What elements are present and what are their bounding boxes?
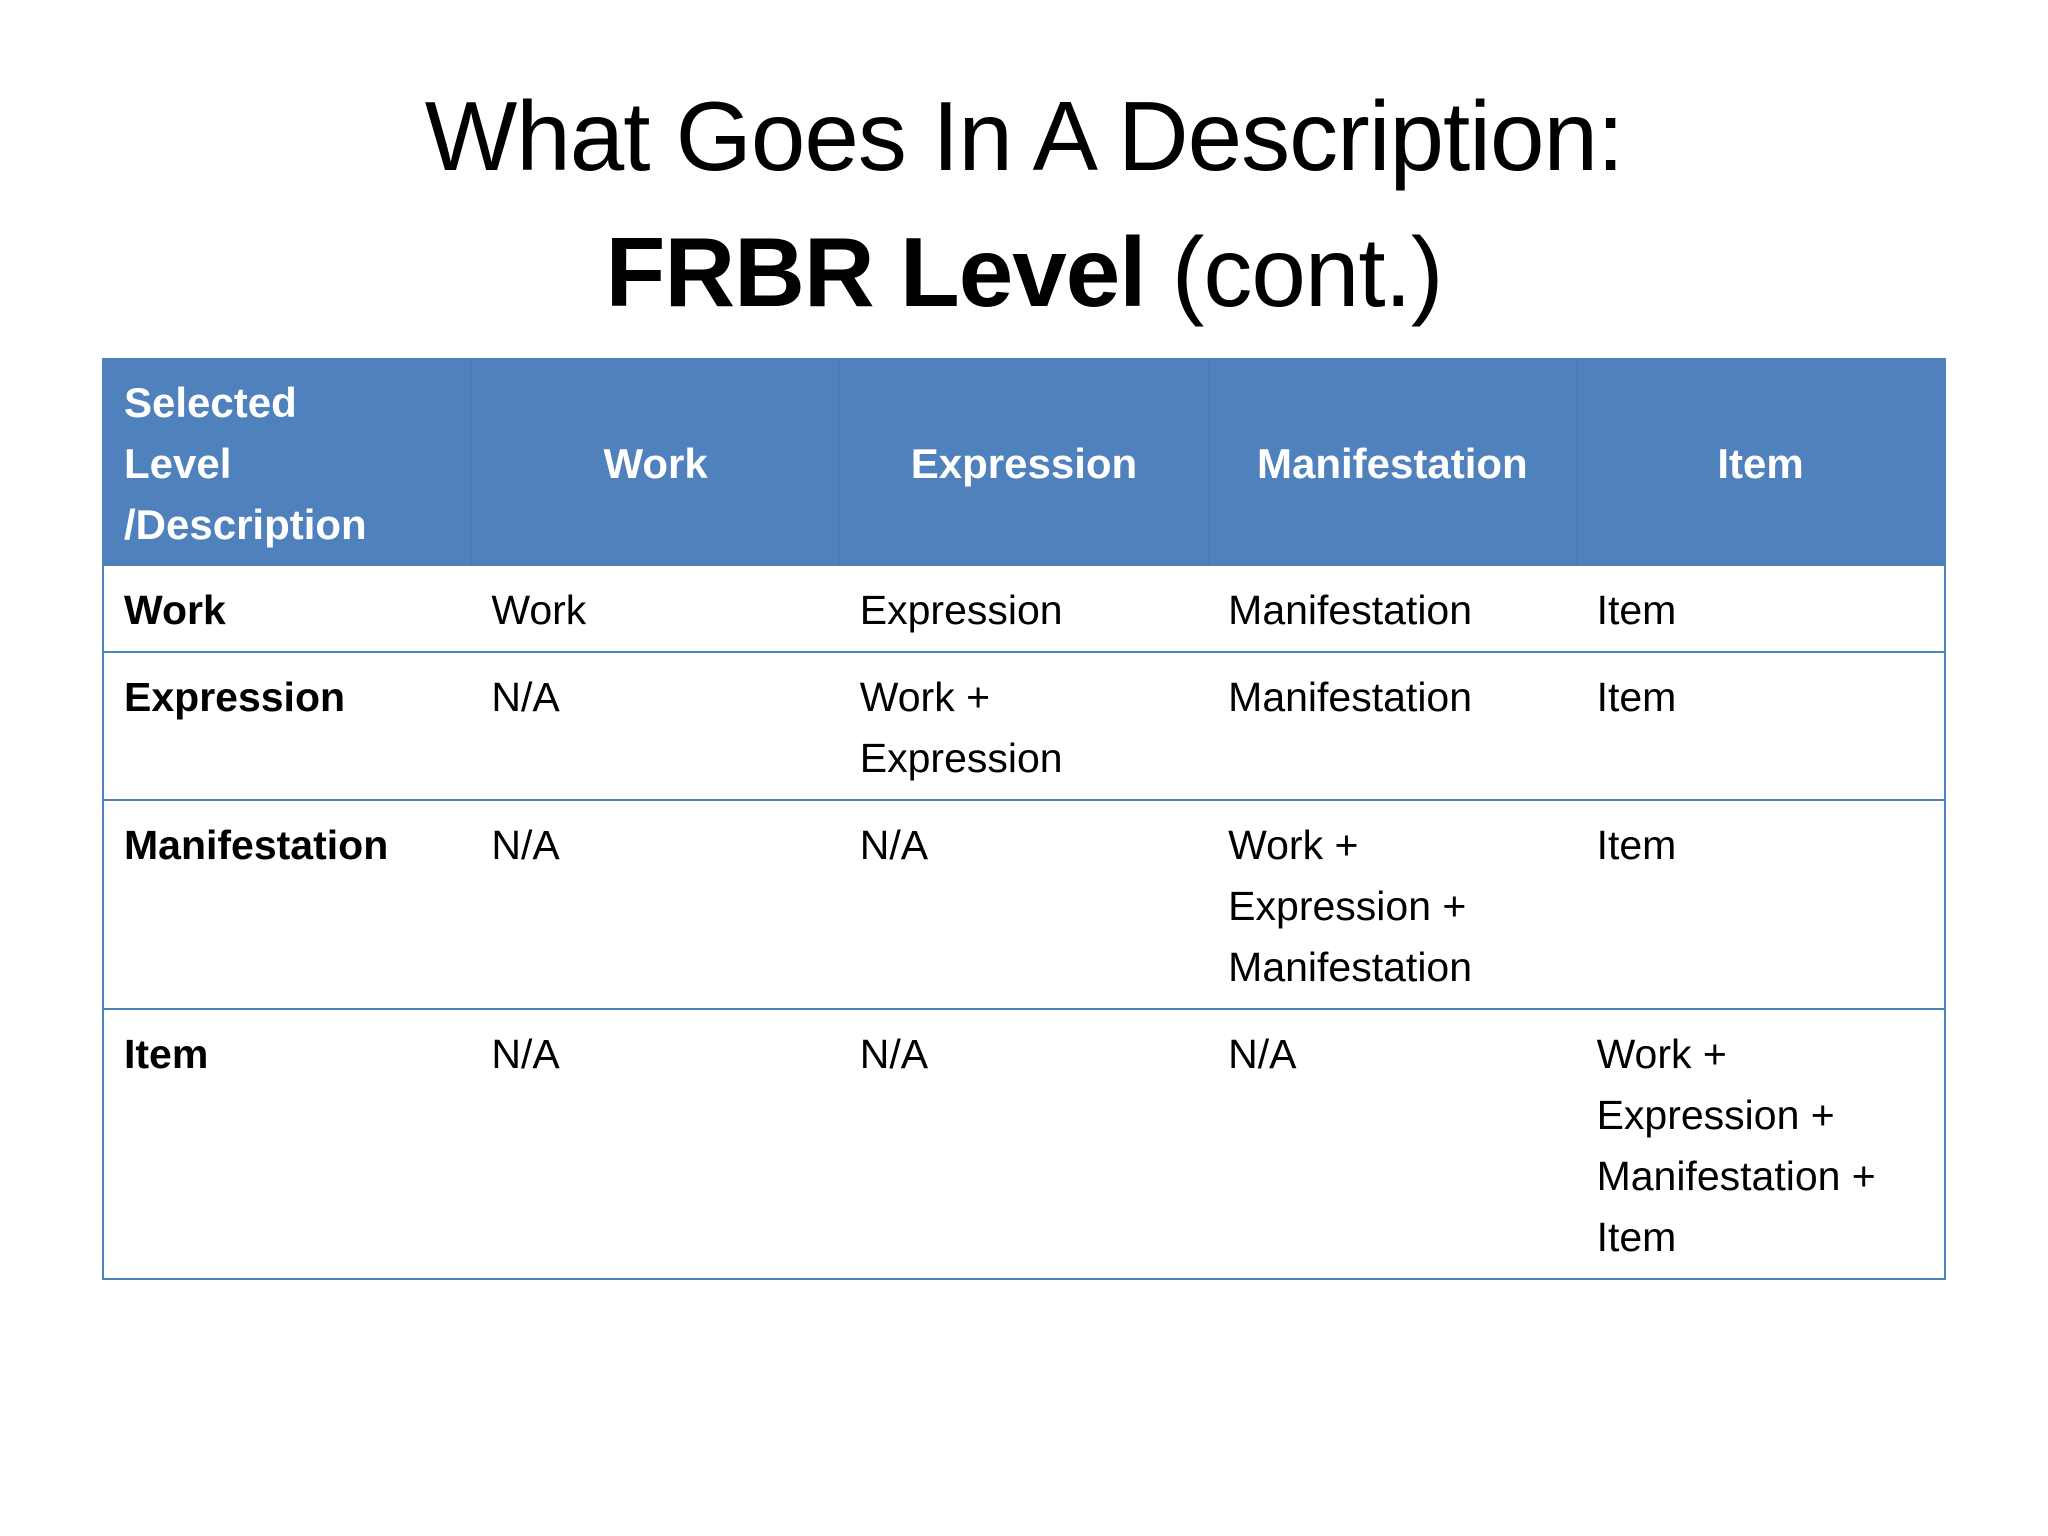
table-cell: Work + Expression xyxy=(839,652,1209,801)
table-cell: Work + Expression + Manifestation xyxy=(1208,800,1577,1010)
table-cell: Expression xyxy=(839,566,1209,653)
table-cell: Item xyxy=(1576,652,1945,801)
table-cell: Manifestation xyxy=(1208,652,1577,801)
table-cell: N/A xyxy=(471,1009,840,1280)
row-label: Expression xyxy=(103,652,472,801)
table-cell: N/A xyxy=(839,800,1209,1010)
table-cell: Work + Expression + Manifestation + Item xyxy=(1576,1009,1945,1280)
row-label: Manifestation xyxy=(103,800,472,1010)
slide-title: What Goes In A Description: FRBR Level (… xyxy=(0,68,2048,340)
table-cell: Item xyxy=(1576,800,1945,1010)
frbr-table: Selected Level /Description Work Express… xyxy=(102,358,1946,1280)
table-cell: Item xyxy=(1576,566,1945,653)
title-rest: (cont.) xyxy=(1145,217,1444,327)
header-cell: Expression xyxy=(839,359,1209,566)
header-row: Selected Level /Description Work Express… xyxy=(103,359,1945,566)
header-cell: Item xyxy=(1576,359,1945,566)
table-cell: Work xyxy=(471,566,840,653)
title-bold: FRBR Level xyxy=(605,217,1147,327)
table-cell: N/A xyxy=(839,1009,1209,1280)
title-line-1: What Goes In A Description: xyxy=(424,81,1625,191)
title-line-2: FRBR Level (cont.) xyxy=(0,204,2048,340)
header-cell: Work xyxy=(470,359,840,566)
table-cell: N/A xyxy=(471,652,840,801)
table-cell: Manifestation xyxy=(1208,566,1577,653)
header-cell: Selected Level /Description xyxy=(103,359,472,566)
table-cell: N/A xyxy=(471,800,840,1010)
table-cell: N/A xyxy=(1208,1009,1577,1280)
row-label: Item xyxy=(103,1009,472,1280)
row-label: Work xyxy=(103,566,472,653)
header-cell: Manifestation xyxy=(1207,359,1577,566)
